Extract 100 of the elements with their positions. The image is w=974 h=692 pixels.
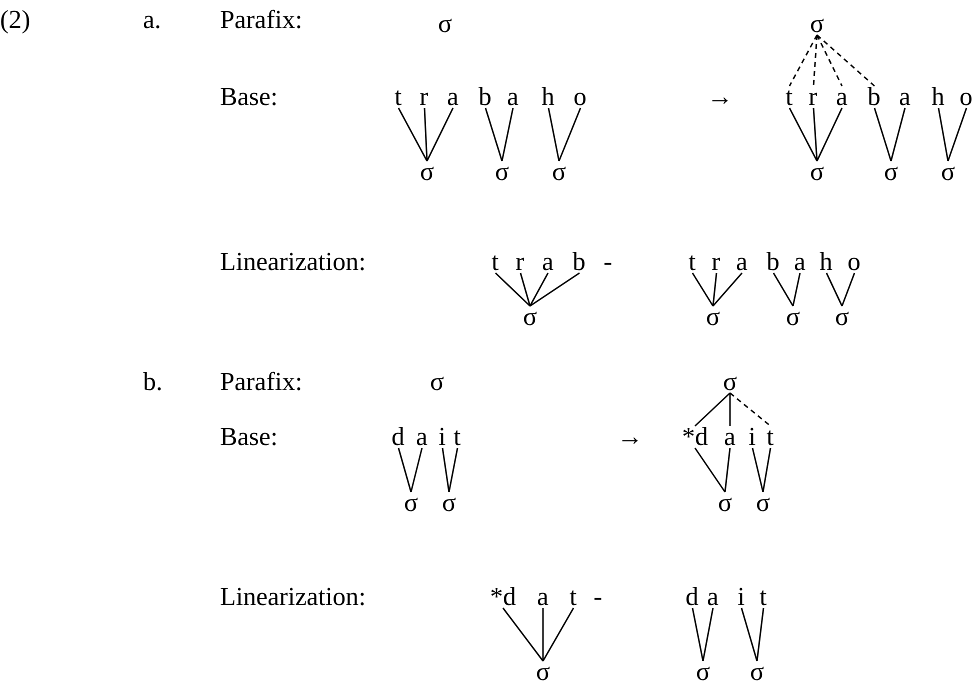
association-line [694,392,731,427]
association-line [398,108,428,162]
syllable-symbol: σ [884,161,898,183]
association-line [890,108,906,162]
association-line [740,608,758,662]
segment-letter: *d [682,426,708,448]
syllable-symbol: σ [536,661,550,683]
syllable-symbol: σ [523,306,538,328]
segment-letter: a [507,86,519,108]
syllable-symbol: σ [706,306,720,328]
dashed-association-line [730,392,771,427]
association-line [756,608,764,662]
syllable-symbol: σ [756,492,770,514]
tier-label: Base: [220,86,278,108]
segment-letter: b [868,86,880,108]
association-line [398,448,412,492]
syllable-symbol: σ [430,371,444,393]
association-line [424,108,428,162]
syllable-symbol: σ [552,161,566,183]
association-line [772,272,794,306]
association-line [448,448,458,492]
segment-letter: d [686,586,698,608]
association-line [410,448,423,492]
segment-letter: r [808,86,818,108]
dashed-association-line [812,34,818,86]
association-line [520,272,531,306]
association-line [542,608,544,661]
segment-letter: a [836,86,848,108]
segment-letter: d [392,426,404,448]
association-line [841,272,856,306]
association-line [702,608,714,662]
association-line [502,608,544,662]
syllable-symbol: σ [810,161,824,183]
association-line [752,448,764,492]
syllable-symbol: σ [442,492,456,514]
segment-letter: a [794,251,806,273]
syllable-symbol: σ [438,13,452,35]
association-line [542,608,574,662]
syllable-symbol: σ [941,161,956,183]
association-line [426,108,454,162]
segment-letter: a [736,251,748,273]
syllable-symbol: σ [718,492,732,514]
tier-label: Parafix: [220,371,302,393]
hyphen: - [594,586,602,608]
segment-letter: t [688,251,696,273]
segment-letter: a [899,86,911,108]
segment-letter: a [416,426,428,448]
dashed-association-line [816,34,875,87]
subexample-letter: b. [143,371,162,393]
segment-letter: b [766,251,780,273]
association-line [874,108,892,162]
dashed-association-line [788,34,818,86]
segment-letter: o [574,86,586,108]
segment-letter: r [712,251,720,273]
segment-letter: o [848,251,860,273]
segment-letter: b [572,251,586,273]
association-line [724,448,731,492]
segment-letter: a [542,251,554,273]
segment-letter: a [707,586,719,608]
association-line [816,108,843,162]
association-line [484,108,503,162]
association-line [442,448,450,492]
association-line [792,272,801,306]
association-line [938,108,949,162]
syllable-symbol: σ [420,161,434,183]
association-line [529,272,549,306]
syllable-symbol: σ [835,306,850,328]
association-line [947,108,968,162]
segment-letter: t [492,251,499,273]
syllable-symbol: σ [810,13,824,35]
association-line [762,448,772,492]
segment-letter: h [932,86,944,108]
tier-label: Linearization: [220,251,366,273]
segment-letter: a [724,426,736,448]
segment-letter: *d [490,586,516,608]
association-line [558,108,582,162]
association-line [530,272,580,307]
segment-letter: i [748,426,756,448]
association-line [812,108,818,162]
syllable-symbol: σ [786,306,800,328]
association-line [712,272,743,306]
segment-letter: t [760,586,767,608]
association-line [494,272,531,307]
segment-letter: i [438,426,446,448]
syllable-symbol: σ [495,161,510,183]
segment-letter: a [537,586,549,608]
association-line [712,272,718,306]
association-line [692,608,704,662]
association-line [826,272,843,306]
segment-letter: t [786,86,793,108]
association-line [692,272,714,306]
subexample-letter: a. [143,9,162,31]
tier-label: Base: [220,426,278,448]
example-number: (2) [0,9,30,31]
rewrite-arrow: → [707,86,733,108]
hyphen: - [604,251,612,273]
segment-letter: t [570,586,577,608]
association-line [501,108,514,162]
segment-letter: h [542,86,554,108]
segment-letter: t [454,426,461,448]
